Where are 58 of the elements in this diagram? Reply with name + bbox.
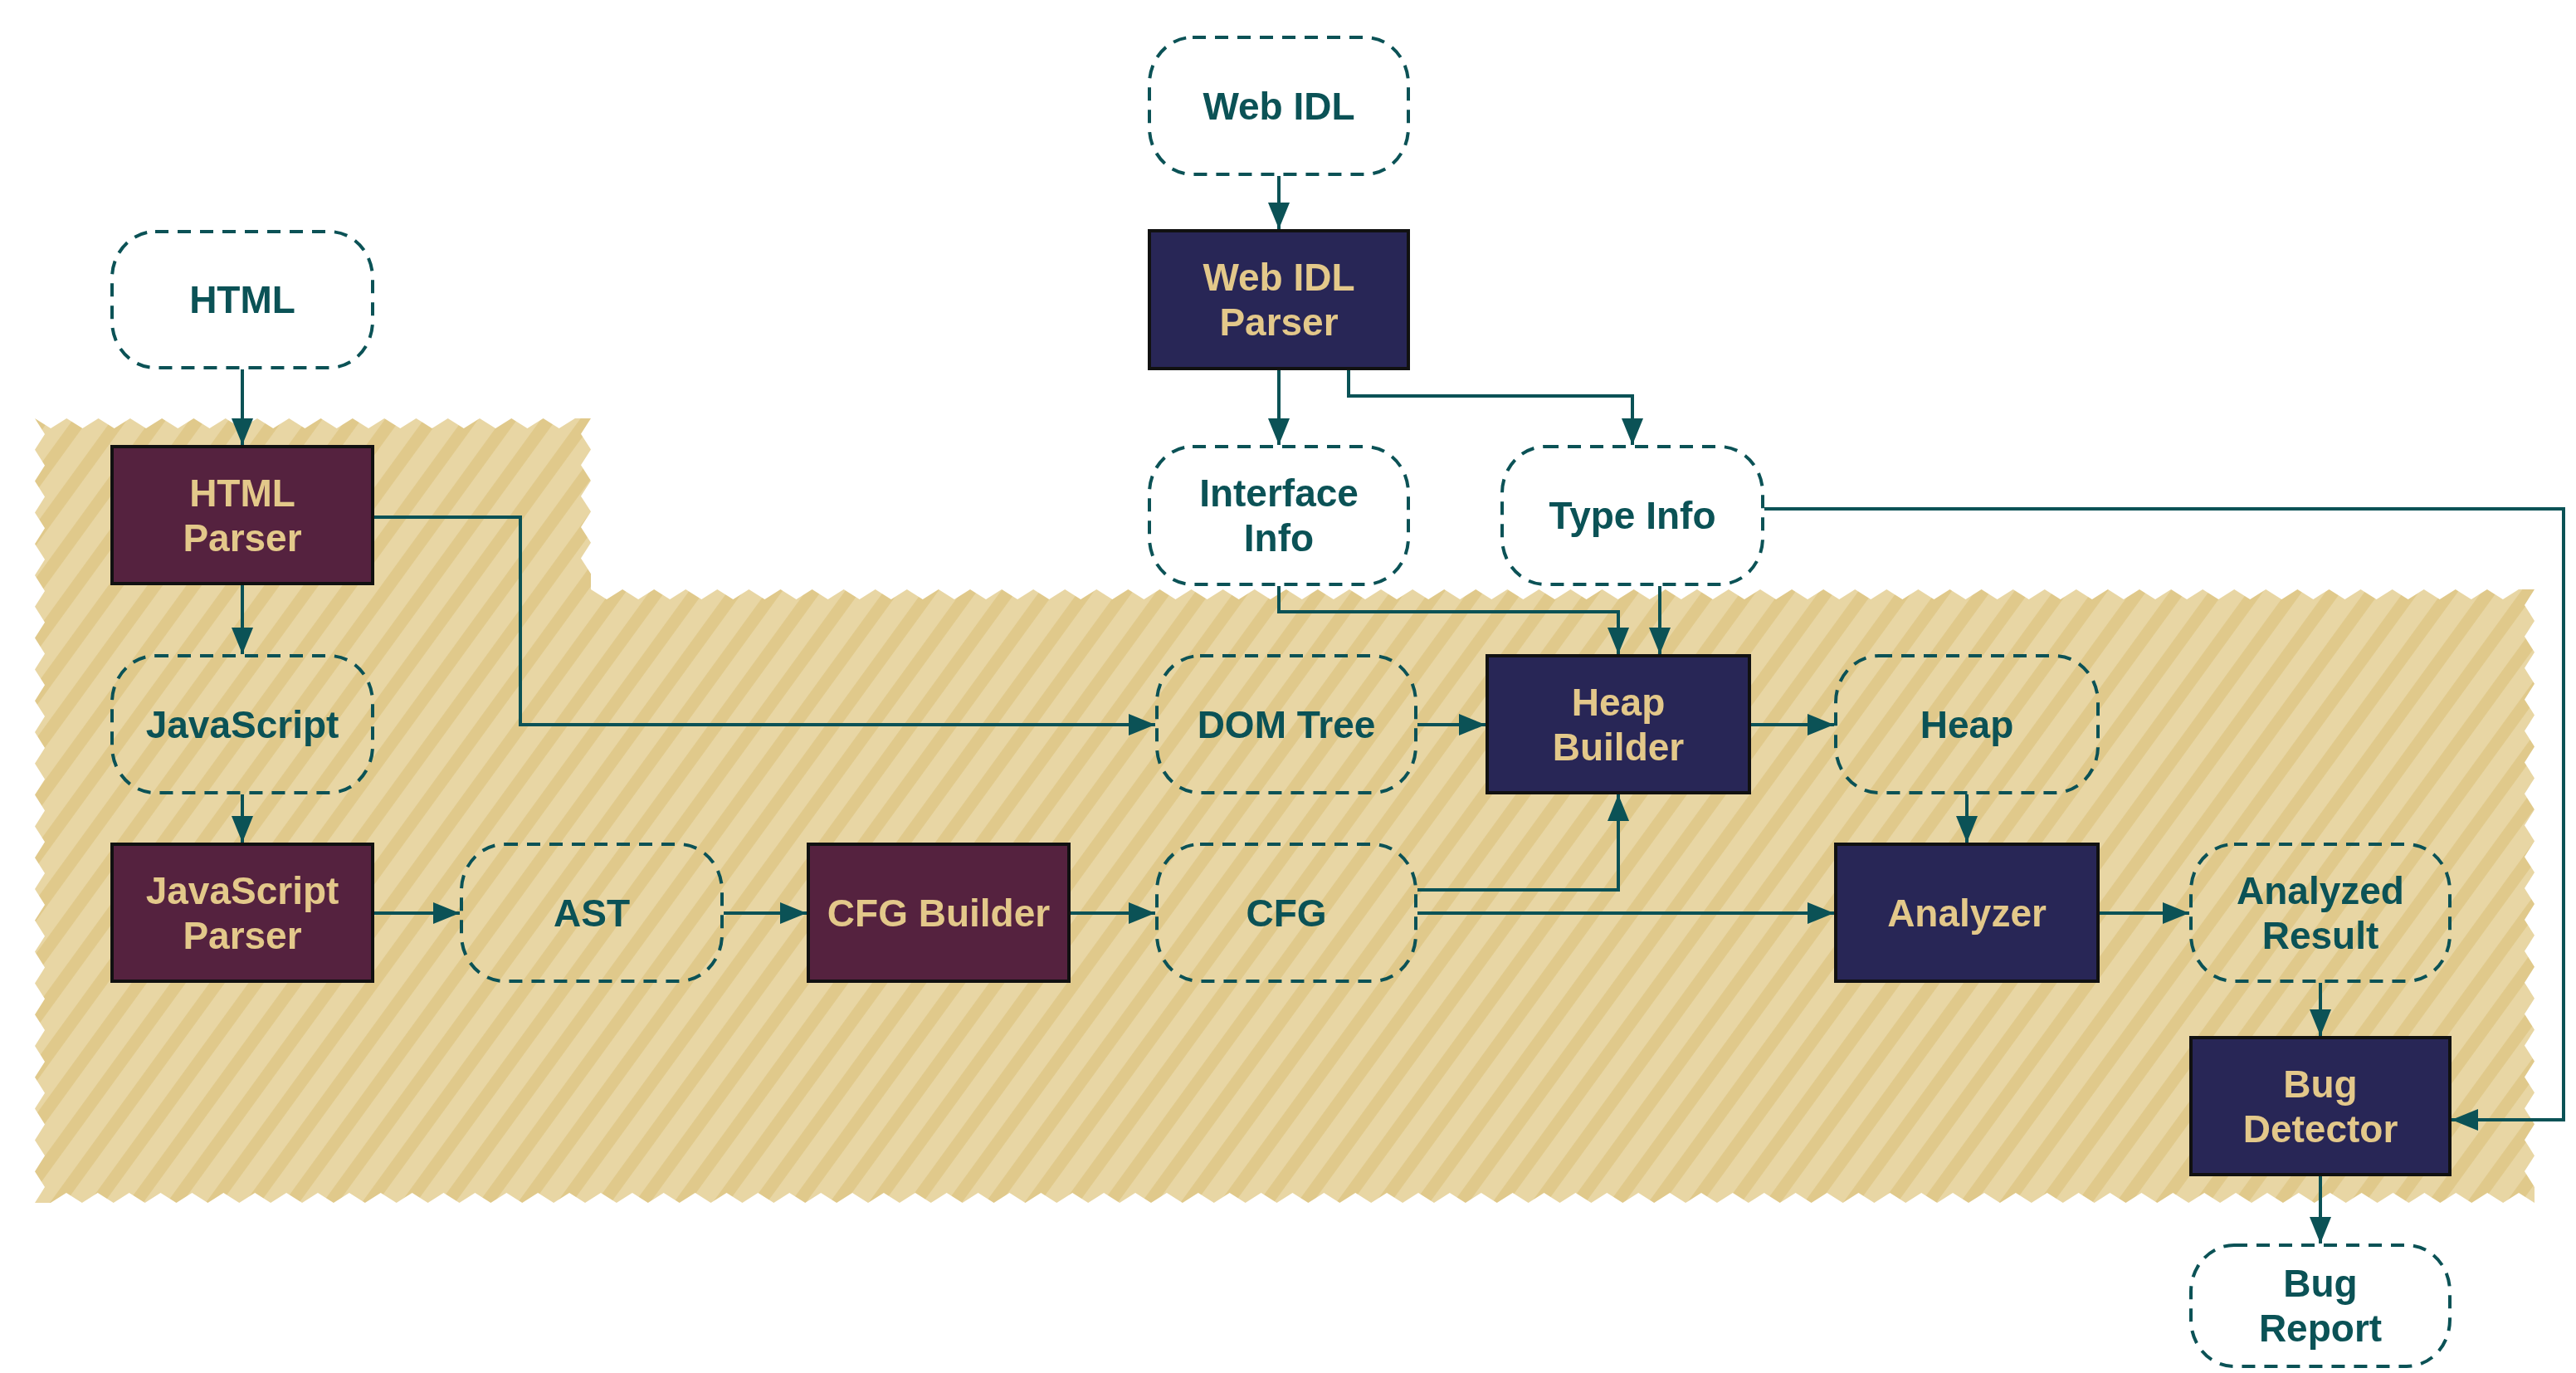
node-label: Heap [1920,701,2014,747]
data-artifact-node [1500,445,1764,586]
arrow [1764,507,2565,1131]
arrow [2310,1176,2331,1244]
node-label: Bug Detector [2242,1061,2399,1151]
node-label: Analyzer [1887,890,2047,936]
arrow [1751,714,1834,735]
arrow [1649,586,1671,654]
data-artifact-node [110,654,374,794]
process-box [1834,843,2100,983]
arrow [1417,902,1834,924]
arrow [1417,714,1486,735]
arrow [1268,370,1290,445]
node-label: Bug Report [2257,1261,2383,1351]
node-label: AST [554,890,630,936]
node-label: Web IDL [1203,83,1355,129]
process-box [2189,1036,2452,1176]
node-label: Analyzed Result [2236,867,2405,958]
arrow [232,794,253,843]
process-box [1148,229,1410,370]
arrow [2100,902,2189,924]
data-artifact-node [1155,654,1417,794]
node-label: Web IDL Parser [1202,255,1356,344]
process-box [807,843,1071,983]
data-artifact-node [1155,843,1417,983]
data-artifact-node [460,843,724,983]
data-artifact-node [2189,1244,2452,1368]
process-box [110,445,374,585]
node-label: Heap Builder [1551,679,1686,770]
arrow [374,515,1155,735]
node-label: Type Info [1549,493,1716,538]
node-label: HTML Parser [182,470,303,560]
process-box [1486,654,1751,794]
arrow [1347,370,1643,445]
node-label: JavaScript [145,701,339,747]
node-label: CFG [1246,890,1327,936]
data-artifact-node [1148,445,1410,586]
node-label: JavaScript Parser [144,867,340,958]
node-label: Interface Info [1198,471,1359,560]
process-box [110,843,374,983]
arrow [1417,794,1629,892]
hatched-region [35,418,2535,1203]
node-label: DOM Tree [1197,701,1376,747]
arrow [232,585,253,654]
node-label: CFG Builder [827,890,1051,936]
data-artifact-node [110,230,374,369]
arrow [232,369,253,445]
arrow [1956,794,1978,843]
data-artifact-node [1834,654,2100,794]
arrow [1277,586,1629,654]
arrow [2310,983,2331,1036]
data-artifact-node [1148,36,1410,176]
arrow [1071,902,1155,924]
data-artifact-node [2189,843,2452,983]
arrow [724,902,807,924]
node-label: HTML [189,277,295,322]
arrow [374,902,460,924]
arrow [1268,176,1290,229]
